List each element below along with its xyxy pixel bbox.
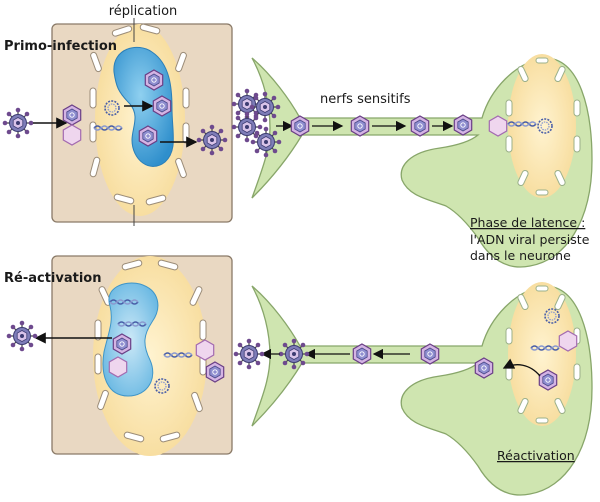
reactivation-panel xyxy=(6,255,593,496)
capsid-icon xyxy=(205,361,225,383)
latence-title: Phase de latence : xyxy=(470,215,585,230)
primo-infection-label: Primo-infection xyxy=(4,39,117,54)
neuron-er-bottom xyxy=(505,285,581,424)
reactivation-label: Ré-activation xyxy=(4,271,101,286)
endoplasmic-reticulum-top xyxy=(89,23,190,206)
neuron-body-top xyxy=(508,54,576,198)
neuron-er-top xyxy=(505,57,581,196)
capsid-icon xyxy=(195,339,215,361)
virion-icon xyxy=(2,107,34,139)
capsid-icon xyxy=(352,343,372,365)
endoplasmic-reticulum-bottom xyxy=(94,259,207,443)
primo-infection-panel xyxy=(2,18,593,268)
capsid-icon xyxy=(558,330,578,352)
nerfs-sensitifs-label: nerfs sensitifs xyxy=(320,92,411,107)
replication-label: réplication xyxy=(109,4,178,19)
virion-icon xyxy=(6,320,38,352)
capsid-icon xyxy=(62,104,82,126)
latence-line-2: dans le neurone xyxy=(470,248,571,263)
capsid-icon xyxy=(350,115,370,137)
capsid-icon xyxy=(62,124,82,146)
reactivation-caption: Réactivation xyxy=(497,448,575,463)
capsid-icon xyxy=(112,333,132,355)
capsid-icon xyxy=(453,114,473,136)
neuron-body-bottom xyxy=(508,282,576,426)
capsid-icon xyxy=(410,115,430,137)
capsid-icon xyxy=(420,343,440,365)
capsid-icon xyxy=(138,125,158,147)
capsid-icon xyxy=(488,115,508,137)
capsid-icon xyxy=(144,69,164,91)
capsid-icon xyxy=(108,356,128,378)
virion-icon xyxy=(233,338,265,370)
latence-line-1: l'ADN viral persiste xyxy=(470,232,590,247)
capsid-icon xyxy=(290,115,310,137)
capsid-icon xyxy=(474,357,494,379)
capsid-icon xyxy=(538,369,558,391)
capsid-icon xyxy=(152,95,172,117)
